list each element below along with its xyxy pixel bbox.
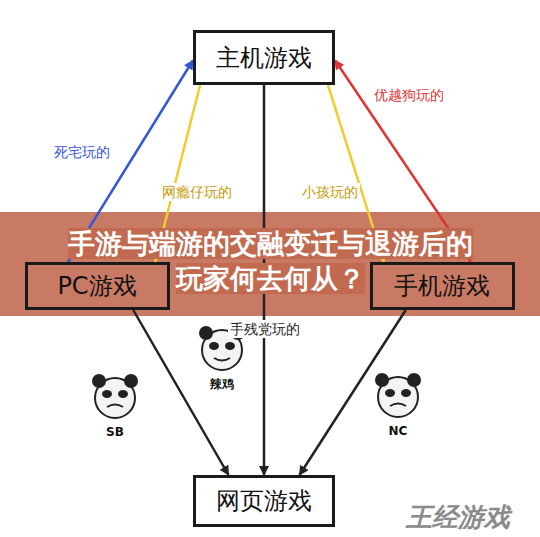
panda-face	[92, 374, 138, 418]
title-text: 手游与端游的交融变迁与退游后的玩家何去何从？	[68, 228, 473, 294]
game-box: PC游戏	[25, 262, 170, 310]
box-label: 主机游戏	[216, 42, 312, 74]
face-caption: NC	[387, 423, 410, 439]
box-label: PC游戏	[57, 270, 136, 302]
face-caption: SB	[104, 424, 126, 440]
watermark: 王经游戏	[404, 500, 512, 534]
edge-label: 优越狗玩的	[372, 86, 446, 104]
game-box: 手机游戏	[370, 262, 515, 310]
edge-label: 小孩玩的	[300, 183, 360, 201]
edge-label: 手残党玩的	[228, 320, 302, 338]
panda-face	[375, 373, 421, 417]
box-label: 手机游戏	[394, 270, 490, 302]
face-caption: 辣鸡	[208, 376, 236, 392]
connector-arrow	[133, 310, 228, 475]
game-box: 网页游戏	[193, 475, 335, 527]
game-box: 主机游戏	[193, 30, 335, 85]
edge-label: 网瘾仔玩的	[160, 183, 234, 201]
box-label: 网页游戏	[216, 485, 312, 517]
connector-arrow	[300, 310, 406, 475]
title-block: 手游与端游的交融变迁与退游后的玩家何去何从？	[60, 226, 480, 296]
edge-label: 死宅玩的	[52, 143, 112, 161]
